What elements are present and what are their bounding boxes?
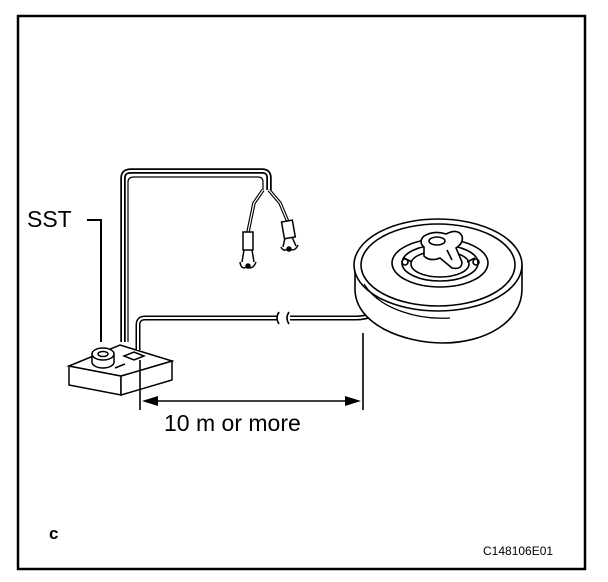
tire-with-valve xyxy=(353,218,523,344)
right-clip-connector xyxy=(280,219,299,252)
distance-dimension xyxy=(139,333,364,410)
distance-label: 10 m or more xyxy=(164,410,301,436)
sst-label: SST xyxy=(27,206,72,232)
sst-leader-line xyxy=(87,219,102,342)
corner-letter-label: c xyxy=(49,524,59,543)
antenna-cable xyxy=(135,311,373,350)
left-clip-connector xyxy=(239,231,257,269)
sst-tester-box xyxy=(66,344,175,397)
figure-frame xyxy=(16,14,587,571)
figure-code-label: C148106E01 xyxy=(483,544,554,558)
test-lead-cable xyxy=(120,168,290,342)
